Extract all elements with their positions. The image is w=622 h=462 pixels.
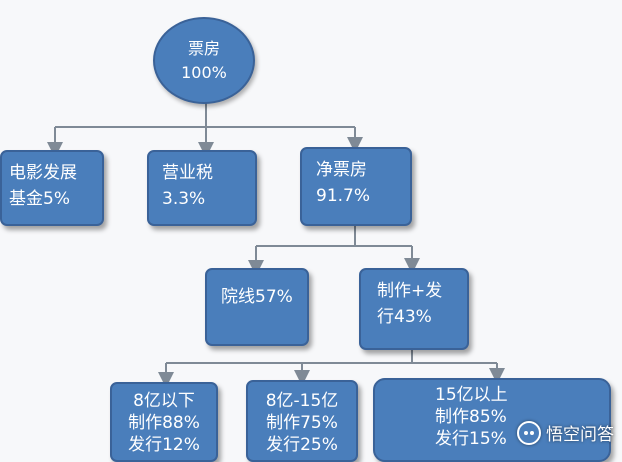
node-cinema-chain: 院线57%: [205, 268, 309, 346]
node-label: 营业税: [162, 163, 213, 183]
node-value: 制作75%: [266, 413, 338, 433]
wukong-qa-watermark: 悟空问答: [517, 420, 614, 445]
node-film-development-fund: 电影发展 基金5%: [0, 150, 104, 226]
node-production-distribution: 制作+发 行43%: [359, 268, 469, 350]
node-label: 院线57%: [221, 287, 293, 307]
node-under-800m: 8亿以下 制作88% 发行12%: [110, 382, 218, 462]
node-label: 净票房: [316, 160, 367, 180]
node-net-box-office: 净票房 91.7%: [300, 147, 412, 226]
node-value: 制作88%: [128, 413, 200, 433]
node-value: 制作85%: [435, 407, 507, 427]
node-over-1500m: 15亿以上 制作85% 发行15%: [373, 378, 611, 462]
node-value: 发行12%: [128, 435, 200, 455]
box-office-breakdown-diagram: 票房 100% 电影发展 基金5% 营业税 3.3% 净票房 91.7% 院线5…: [0, 17, 614, 462]
node-value: 3.3%: [162, 189, 206, 209]
node-label: 电影发展: [9, 163, 77, 183]
node-value: 100%: [181, 62, 227, 82]
chat-bubble-icon: [517, 420, 541, 445]
node-value: 基金5%: [9, 189, 70, 209]
node-value: 发行15%: [435, 429, 507, 449]
node-label: 15亿以上: [435, 385, 508, 405]
node-label: 制作+发: [377, 281, 443, 301]
node-value: 91.7%: [316, 186, 371, 206]
node-box-office-total: 票房 100%: [153, 17, 255, 104]
node-800m-to-1500m: 8亿-15亿 制作75% 发行25%: [246, 380, 358, 462]
node-label: 8亿以下: [133, 391, 195, 411]
node-label: 8亿-15亿: [265, 391, 339, 411]
connector-lines: [47, 102, 505, 388]
node-label: 票房: [187, 38, 220, 58]
node-business-tax: 营业税 3.3%: [147, 150, 257, 226]
watermark-text: 悟空问答: [546, 425, 614, 445]
node-value: 发行25%: [266, 435, 338, 455]
node-value: 行43%: [377, 307, 432, 327]
